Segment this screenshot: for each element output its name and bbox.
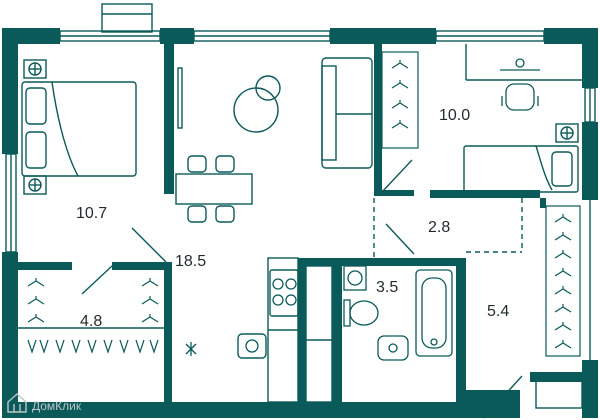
room-labels: 10.7 18.5 10.0 2.8 3.5 5.4 4.8: [76, 107, 509, 330]
hall-closet-hangers: [545, 205, 581, 357]
house-icon: [7, 393, 27, 413]
single-bed-icon: [463, 123, 579, 193]
kitchen-sink-icon: [245, 339, 259, 353]
table-lamp-icon: [233, 75, 281, 133]
room-area-corridor: 2.8: [428, 219, 450, 236]
stove-icon: [272, 278, 297, 306]
office-chair-icon: [501, 83, 539, 111]
tv-icon: [177, 67, 183, 129]
watermark-text: ДомКлик: [32, 399, 82, 413]
bathtub-icon: [415, 269, 453, 357]
room-area-study: 10.0: [439, 107, 470, 124]
room-area-bathroom: 3.5: [376, 279, 398, 296]
toilet-icon: [343, 299, 379, 327]
double-bed-icon: [21, 59, 137, 195]
linework: [5, 3, 596, 419]
walls: [2, 28, 598, 418]
monitor-icon: [500, 58, 540, 71]
room-area-wardrobe: 4.8: [80, 313, 102, 330]
sofa-icon: [321, 57, 373, 169]
wardrobe-hangers: [27, 278, 159, 354]
asterisk-marker-icon: [185, 342, 197, 356]
dining-table-icon: [175, 155, 253, 223]
closet-hangers: [381, 51, 419, 149]
room-area-hall: 5.4: [487, 303, 509, 320]
washbasin-icon: [377, 335, 409, 361]
washing-machine-icon: [343, 265, 367, 291]
room-area-living-kitchen: 18.5: [175, 253, 206, 270]
room-area-bedroom: 10.7: [76, 205, 107, 222]
watermark: ДомКлик: [7, 393, 82, 413]
